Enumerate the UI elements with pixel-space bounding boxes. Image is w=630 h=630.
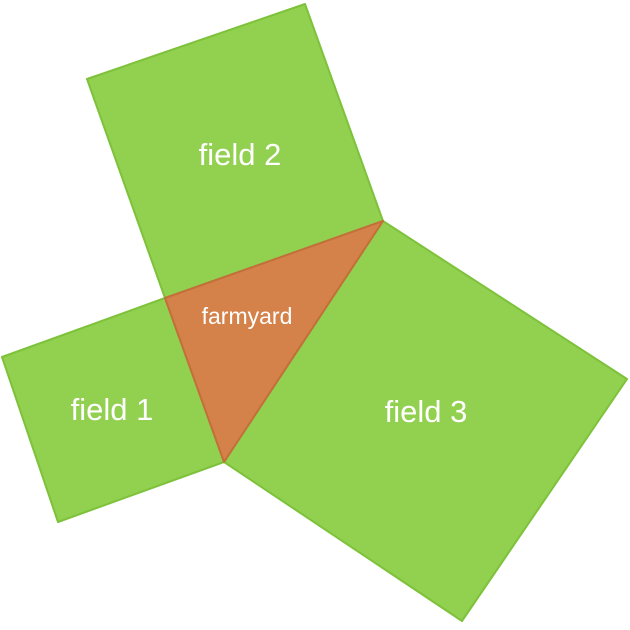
field-1-label: field 1 [71, 392, 154, 427]
field-3-label: field 3 [385, 394, 468, 429]
farmyard-label: farmyard [202, 303, 293, 329]
farmyard-shape [164, 220, 384, 463]
field-2-label: field 2 [199, 137, 282, 172]
